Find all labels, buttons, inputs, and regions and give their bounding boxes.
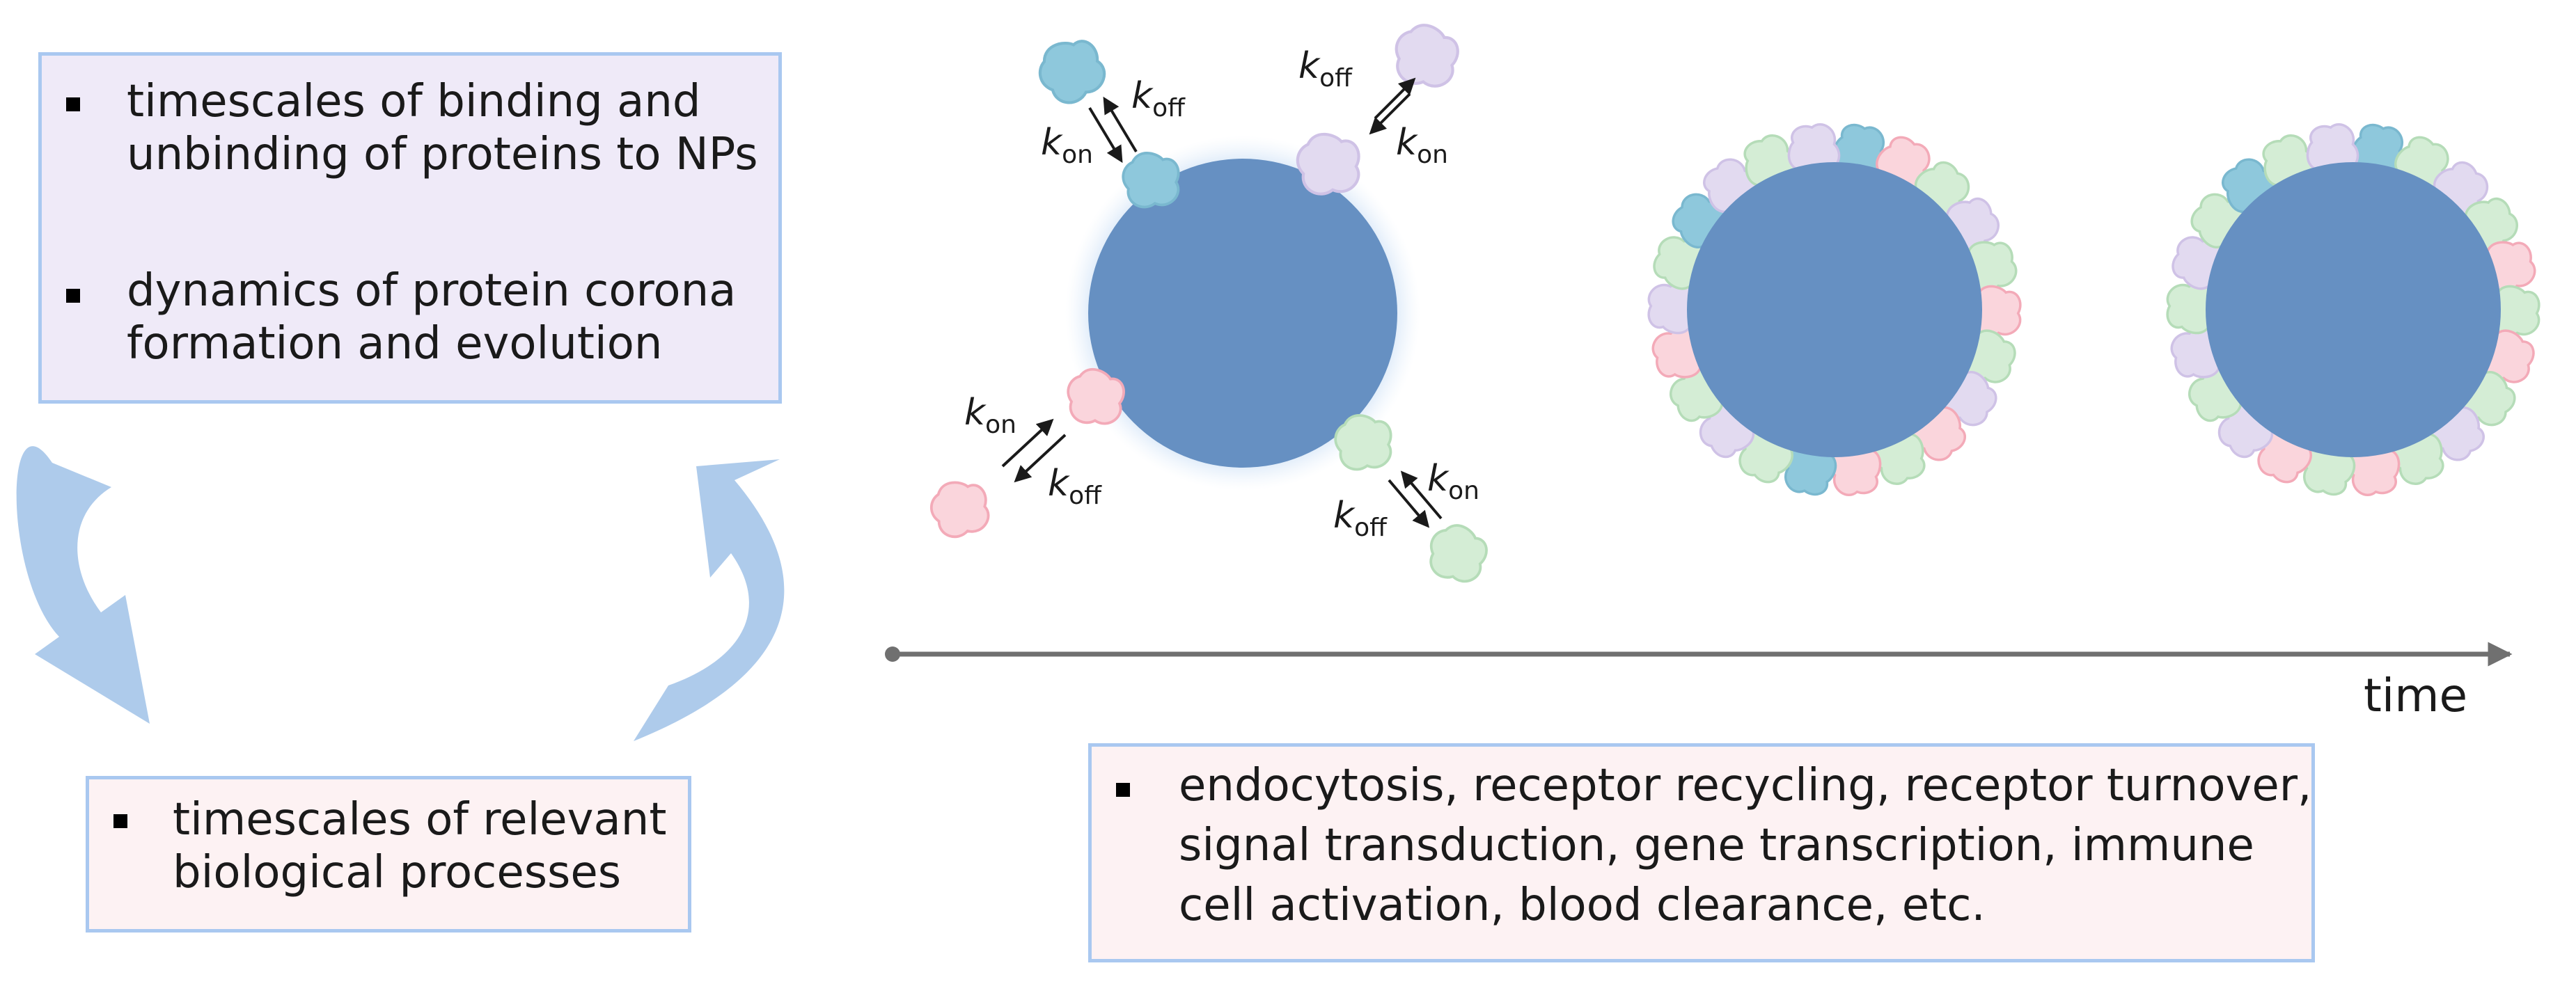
rate-label-koff-4: koff xyxy=(1333,495,1388,542)
time-axis: time xyxy=(885,642,2513,722)
bio-line-2: biological processes xyxy=(173,847,622,898)
stage-2-nanoparticle-core xyxy=(1687,162,1982,457)
protein-pink-free xyxy=(926,476,993,542)
rate-label-kon-1: kon xyxy=(1041,122,1093,169)
bullet-2-line-2: formation and evolution xyxy=(127,318,663,370)
cycle-arrow-left xyxy=(16,446,150,724)
rate-label-koff-2: koff xyxy=(1298,45,1353,93)
rate-label-koff-3: koff xyxy=(1048,463,1102,510)
bullet-2-line-1: dynamics of protein corona xyxy=(127,265,737,317)
rate-label-kon-3: kon xyxy=(964,392,1016,439)
nanoparticle-core xyxy=(1088,159,1397,468)
bullet-marker xyxy=(66,289,80,303)
bullet-1-line-1: timescales of binding and xyxy=(127,76,701,127)
protein-green-free xyxy=(1420,517,1494,589)
protein-purple-bound xyxy=(1298,134,1359,194)
stage-1-nanoparticle: koff kon koff kon kon koff kon koff xyxy=(926,19,1494,589)
cycle-arrows xyxy=(16,446,785,741)
rate-label-kon-2: kon xyxy=(1396,122,1448,169)
rate-label-koff-1: koff xyxy=(1131,75,1186,122)
protein-purple-free xyxy=(1388,19,1463,93)
equilibrium-arrows xyxy=(1001,77,1443,528)
rate-label-kon-4: kon xyxy=(1427,458,1479,505)
cycle-arrow-right xyxy=(634,459,785,741)
bio-line-1: timescales of relevant xyxy=(173,794,667,846)
protein-teal-free xyxy=(1030,31,1111,111)
top-left-box: timescales of binding and unbinding of p… xyxy=(38,52,782,404)
bullet-marker xyxy=(1116,783,1130,797)
process-line-3: cell activation, blood clearance, etc. xyxy=(1179,880,1986,931)
bullet-1-line-2: unbinding of proteins to NPs xyxy=(127,129,758,180)
process-line-1: endocytosis, receptor recycling, recepto… xyxy=(1179,760,2312,811)
time-axis-label: time xyxy=(2364,669,2467,722)
bottom-left-box: timescales of relevant biological proces… xyxy=(86,776,691,933)
protein-teal-bound xyxy=(1122,152,1180,209)
bullet-marker xyxy=(113,814,127,828)
process-line-2: signal transduction, gene transcription,… xyxy=(1179,820,2254,871)
bottom-right-box: endocytosis, receptor recycling, recepto… xyxy=(1088,743,2315,962)
bullet-marker xyxy=(66,97,80,111)
stage-3-nanoparticle-core xyxy=(2206,162,2501,457)
